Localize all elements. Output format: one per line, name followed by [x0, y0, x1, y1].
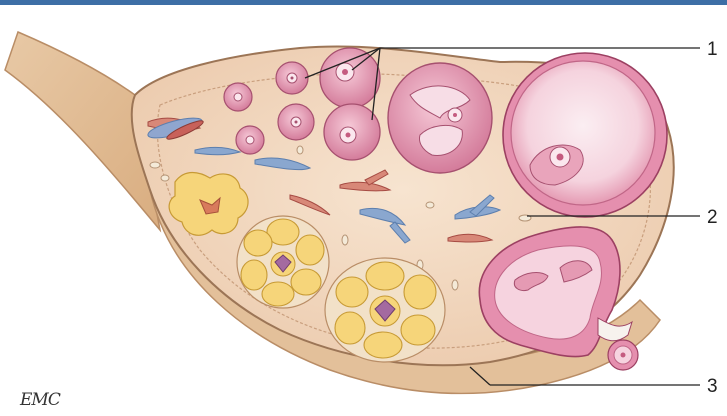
callout-label-2: 2	[707, 207, 718, 228]
corpus-luteum	[325, 258, 445, 362]
callout-label-3: 3	[707, 376, 718, 397]
emc-logo: EMC	[19, 390, 61, 410]
callout-label-1: 1	[707, 39, 718, 60]
graafian-follicle	[503, 53, 667, 217]
released-oocyte	[608, 340, 638, 370]
corpus-luteum	[237, 216, 329, 308]
secondary-follicle	[388, 63, 492, 173]
